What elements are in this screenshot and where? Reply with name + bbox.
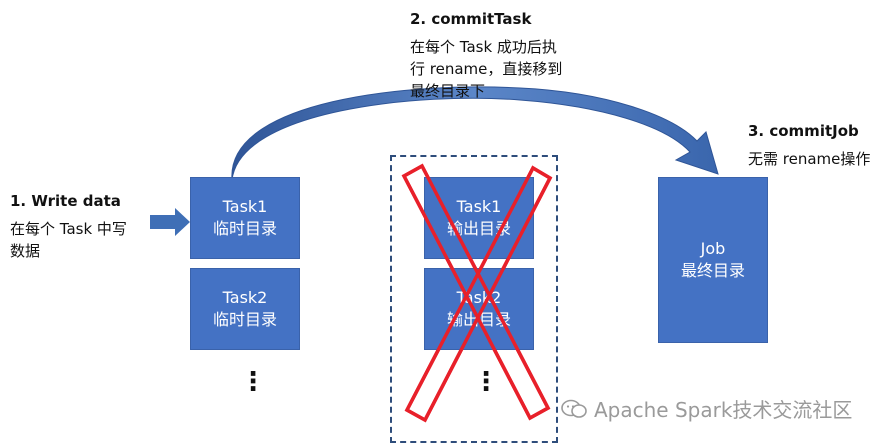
task1-output-dir-name: Task1	[456, 197, 502, 216]
step3-description: 无需 rename操作	[748, 150, 871, 168]
wechat-icon	[561, 399, 587, 418]
task1-output-dir: Task1 输出目录	[424, 177, 534, 259]
step2-desc-line3: 最终目录下	[410, 82, 486, 100]
output-dirs-ellipsis: ⋮	[473, 367, 499, 397]
step2-desc-line1: 在每个 Task 成功后执	[410, 38, 557, 56]
commit-task-curved-arrow	[231, 86, 719, 181]
write-data-arrow	[150, 208, 190, 236]
job-final-dir-name: Job	[700, 239, 726, 258]
task1-temp-dir-label: 临时目录	[212, 219, 277, 238]
task2-temp-dir-label: 临时目录	[212, 310, 277, 329]
task2-temp-dir-name: Task2	[222, 288, 268, 307]
temp-dirs-ellipsis: ⋮	[240, 367, 266, 397]
task1-temp-dir-name: Task1	[222, 197, 268, 216]
step1-title: 1. Write data	[10, 192, 121, 210]
step1-description: 在每个 Task 中写 数据	[10, 218, 127, 262]
task2-output-dir-name: Task2	[456, 288, 502, 307]
task2-output-dir-label: 输出目录	[446, 310, 511, 329]
step1-desc-line2: 数据	[10, 242, 41, 260]
step2-desc-line2: 行 rename，直接移到	[410, 60, 563, 78]
step2-description: 在每个 Task 成功后执 行 rename，直接移到 最终目录下	[410, 36, 562, 102]
task2-output-dir: Task2 输出目录	[424, 268, 534, 350]
task1-temp-dir: Task1 临时目录	[190, 177, 300, 259]
step1-desc-line1: 在每个 Task 中写	[10, 220, 127, 238]
task1-output-dir-label: 输出目录	[446, 219, 511, 238]
output-dirs-dashed-group	[390, 155, 558, 443]
task2-temp-dir: Task2 临时目录	[190, 268, 300, 350]
job-final-dir: Job 最终目录	[658, 177, 768, 343]
job-final-dir-label: 最终目录	[680, 261, 745, 280]
step2-title: 2. commitTask	[410, 10, 532, 28]
watermark-text: Apache Spark技术交流社区	[594, 398, 853, 422]
step3-title: 3. commitJob	[748, 122, 859, 140]
watermark: Apache Spark技术交流社区	[560, 394, 852, 423]
